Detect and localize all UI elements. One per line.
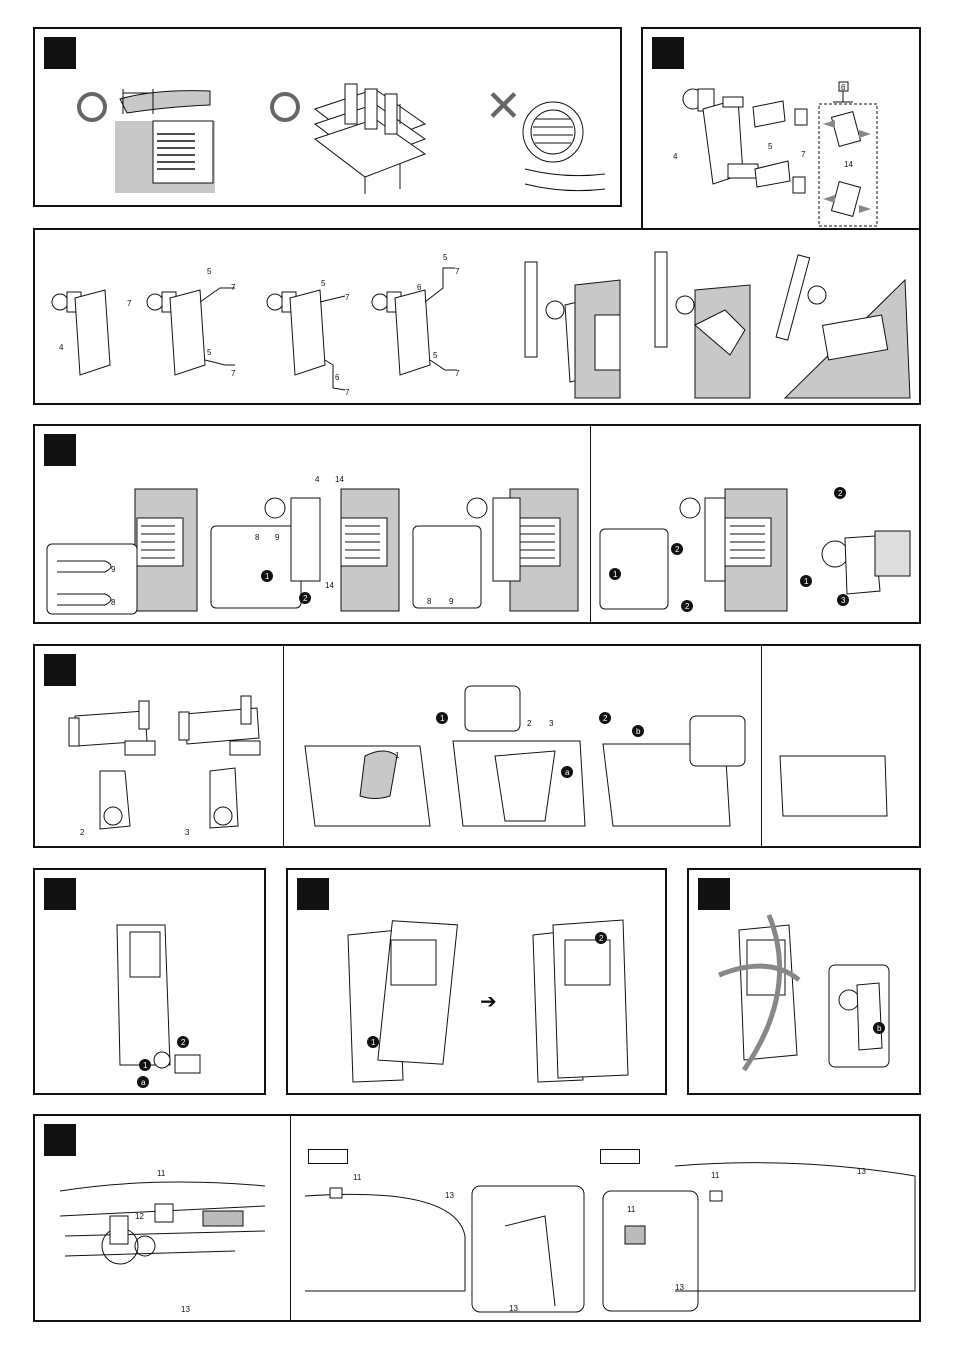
part-number-5e: 5 xyxy=(433,351,438,360)
panel-vent-clip-install: 1 2 3 1 2 1 2 2 9 8 8 9 4 14 14 8 9 xyxy=(33,424,921,624)
part-number-5a: 5 xyxy=(207,267,212,276)
part-number-4a: 4 xyxy=(59,343,64,352)
section-tag xyxy=(297,878,329,910)
bullet-1a: 1 xyxy=(804,577,809,586)
bullet-2c: 2 xyxy=(675,545,680,554)
part-number-9b: 9 xyxy=(275,533,280,542)
rotate-adjust-illustration: b xyxy=(718,914,890,1072)
part-number-11a: 11 xyxy=(157,1169,166,1178)
panel-cable-routing: 11 12 13 11 13 13 11 13 11 13 xyxy=(33,1114,921,1322)
part-number-7f: 7 xyxy=(455,267,460,276)
section-tag xyxy=(44,434,76,466)
bullet-a: a xyxy=(565,768,570,777)
vent-clip-install-illustration: 1 2 3 1 2 1 2 2 9 8 8 9 4 14 14 8 9 xyxy=(46,475,911,615)
part-number-4: 4 xyxy=(673,152,678,161)
part-number-4b: 4 xyxy=(315,475,320,484)
bracket-assembly-illustration: 7 4 5 7 5 7 5 7 6 7 5 6 7 5 7 xyxy=(51,251,911,399)
part-number-14b: 14 xyxy=(325,581,334,590)
section-tag xyxy=(44,37,76,69)
part-number-13a: 13 xyxy=(181,1305,190,1314)
part-number-13c: 13 xyxy=(509,1304,518,1313)
part-number-3b: 3 xyxy=(549,719,554,728)
panel-a-step-label: 6 xyxy=(841,83,846,92)
panel-bracket-assembly: 7 4 5 7 5 7 5 7 6 7 5 6 7 5 7 xyxy=(33,228,921,405)
bullet-1f: 1 xyxy=(371,1038,376,1047)
part-number-9a: 9 xyxy=(111,565,116,574)
part-number-9c: 9 xyxy=(449,597,454,606)
bullet-1d: 1 xyxy=(440,714,445,723)
variant-label-box-1 xyxy=(308,1149,348,1164)
arrow-icon: ➔ xyxy=(480,991,497,1013)
part-number-2a: 2 xyxy=(80,828,85,837)
panel-rotate-adjust: b xyxy=(687,868,921,1095)
panel-bracket-parts: 4 5 7 6 14 xyxy=(641,27,921,229)
bullet-1c: 1 xyxy=(613,570,618,579)
ok-mark-icon xyxy=(77,92,107,122)
part-number-7d: 7 xyxy=(345,293,350,302)
device-insert-illustration: ➔ 1 2 xyxy=(347,919,629,1083)
ng-mark-icon: ✕ xyxy=(485,82,522,131)
part-number-11b: 11 xyxy=(353,1173,362,1182)
panel-mounting-location: ✕ xyxy=(33,27,622,207)
part-number-11c: 11 xyxy=(627,1205,636,1214)
part-number-7a: 7 xyxy=(127,299,132,308)
part-number-7c: 7 xyxy=(231,369,236,378)
part-number-1a: 1 xyxy=(395,751,400,760)
bullet-3a: 3 xyxy=(841,596,846,605)
part-number-13d: 13 xyxy=(675,1283,684,1292)
part-number-5d: 5 xyxy=(443,253,448,262)
bullet-1e: 1 xyxy=(143,1061,148,1070)
cable-routing-illustration: 11 12 13 11 13 13 11 13 11 13 xyxy=(59,1162,916,1314)
part-number-8a: 8 xyxy=(111,598,116,607)
part-number-7: 7 xyxy=(801,150,806,159)
bracket-parts-illustration: 4 5 7 6 14 xyxy=(673,81,878,227)
section-tag xyxy=(44,878,76,910)
section-tag xyxy=(44,1124,76,1156)
bullet-2g: 2 xyxy=(599,934,604,943)
part-number-5b: 5 xyxy=(207,348,212,357)
bullet-1b: 1 xyxy=(265,572,270,581)
panel-holder-attach: 2 3 1 2 3 1 2 a b xyxy=(33,644,921,848)
part-number-7b: 7 xyxy=(231,283,236,292)
part-number-2b: 2 xyxy=(527,719,532,728)
part-number-11d: 11 xyxy=(711,1171,720,1180)
bullet-2b: 2 xyxy=(303,594,308,603)
part-number-13b: 13 xyxy=(445,1191,454,1200)
rear-mount-illustration: 1 2 a xyxy=(116,924,201,1088)
part-number-6b: 6 xyxy=(417,283,422,292)
holder-attach-illustration: 2 3 1 2 3 1 2 a b xyxy=(68,685,888,837)
part-number-14a: 14 xyxy=(335,475,344,484)
mounting-location-illustration: ✕ xyxy=(77,82,606,194)
panel-rear-mount: 1 2 a xyxy=(33,868,266,1095)
bullet-2d: 2 xyxy=(685,602,690,611)
part-number-13e: 13 xyxy=(857,1167,866,1176)
part-number-5: 5 xyxy=(768,142,773,151)
part-number-12: 12 xyxy=(135,1212,144,1221)
section-tag xyxy=(44,654,76,686)
ok-mark-icon-2 xyxy=(270,92,300,122)
section-tag xyxy=(652,37,684,69)
bullet-2e: 2 xyxy=(603,714,608,723)
bullet-2f: 2 xyxy=(181,1038,186,1047)
bullet-b: b xyxy=(636,727,641,736)
part-number-7g: 7 xyxy=(455,369,460,378)
variant-label-box-2 xyxy=(600,1149,640,1164)
panel-device-insert: ➔ 1 2 xyxy=(286,868,667,1095)
bullet-b2: b xyxy=(877,1024,882,1033)
part-number-6a: 6 xyxy=(335,373,340,382)
bullet-2a: 2 xyxy=(838,489,843,498)
bullet-a2: a xyxy=(141,1078,146,1087)
part-number-7e: 7 xyxy=(345,388,350,397)
section-tag xyxy=(698,878,730,910)
part-number-8c: 8 xyxy=(427,597,432,606)
part-number-14: 14 xyxy=(844,160,853,169)
part-number-3a: 3 xyxy=(185,828,190,837)
part-number-5c: 5 xyxy=(321,279,326,288)
part-number-8b: 8 xyxy=(255,533,260,542)
